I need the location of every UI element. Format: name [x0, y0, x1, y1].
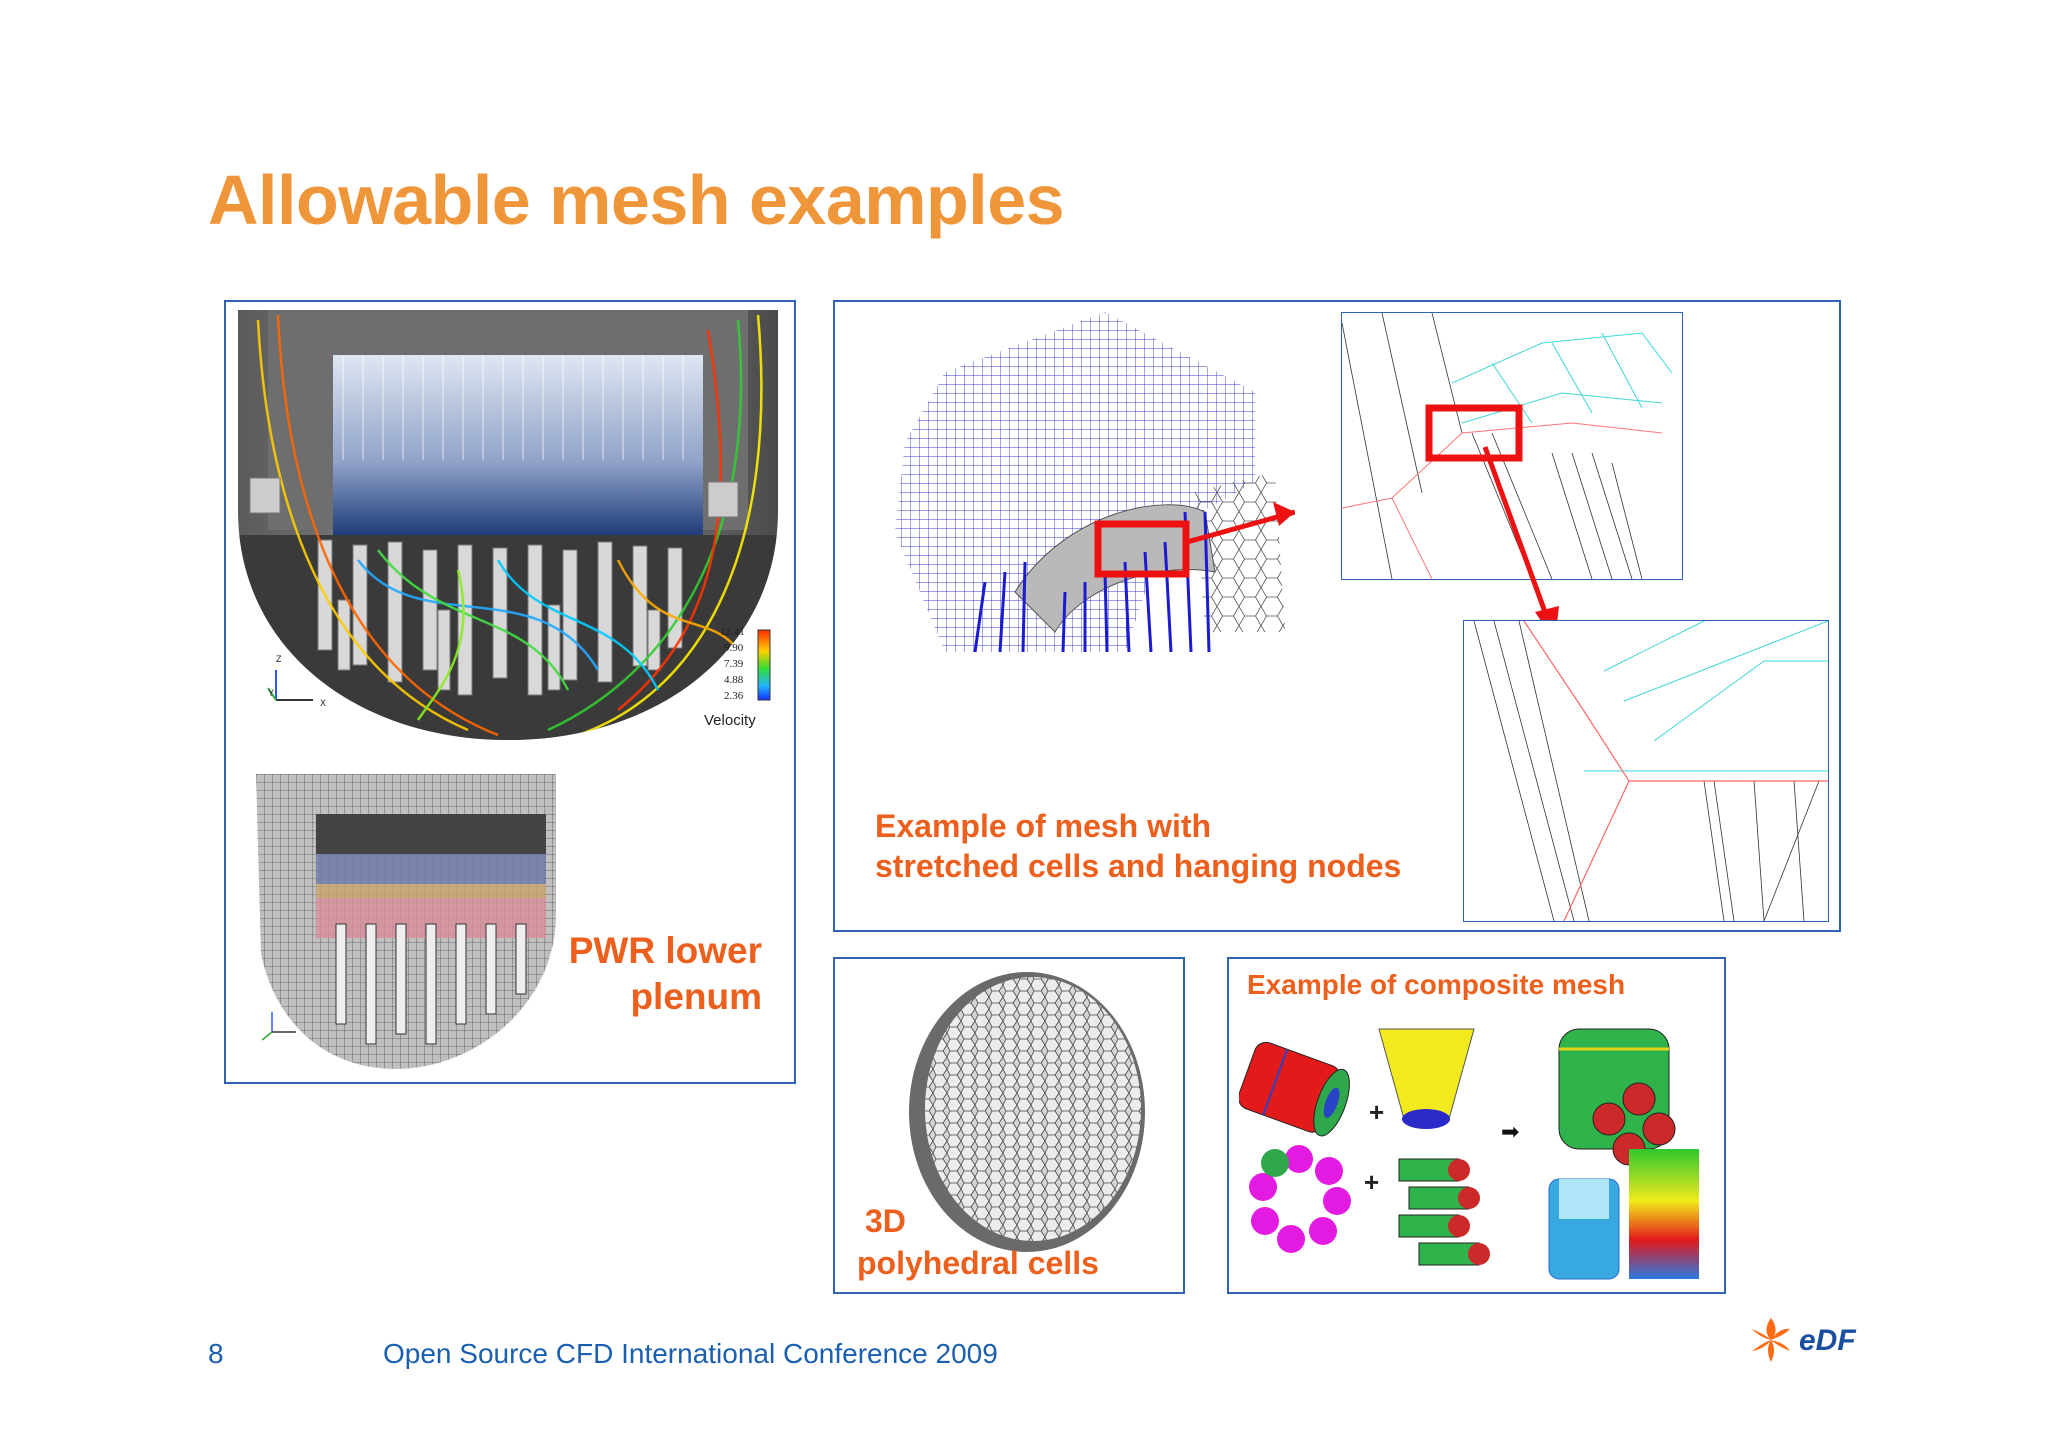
plenum-panel: 12.41 9.90 7.39 4.88 2.36 Velocity Z Y X [224, 300, 796, 1084]
legend-value-1: 12.41 [720, 626, 745, 638]
zoom-detail-1 [1341, 312, 1683, 580]
legend-value-5: 2.36 [724, 690, 744, 702]
zoom-detail-2 [1463, 620, 1829, 922]
stretched-caption-line1: Example of mesh with [875, 808, 1212, 844]
legend-value-3: 7.39 [724, 658, 744, 670]
polyhedral-mesh-image [909, 972, 1145, 1252]
composite-plus-1: + [1369, 1097, 1385, 1127]
edf-logo-mark [1752, 1318, 1790, 1362]
legend-title: Velocity [704, 712, 756, 729]
plenum-streamline-image [238, 310, 778, 740]
legend-value-4: 4.88 [724, 674, 744, 686]
slide-title: Allowable mesh examples [208, 161, 1065, 239]
zoom-arrow [1482, 446, 1559, 642]
plenum-label-line1: PWR lower [568, 930, 762, 971]
page-number: 8 [208, 1338, 224, 1369]
plenum-label-line2: plenum [630, 976, 762, 1017]
plenum-mesh-image [256, 774, 556, 1069]
stretched-caption-line2: stretched cells and hanging nodes [875, 848, 1402, 884]
polyhedral-panel: 3D polyhedral cells [833, 957, 1185, 1294]
axis-label-z: Z [276, 654, 282, 664]
composite-mesh-image [1239, 1028, 1699, 1280]
axis-label-x: X [320, 698, 327, 708]
legend-value-2: 9.90 [724, 642, 744, 654]
composite-panel: Example of composite mesh [1227, 957, 1726, 1294]
polyhedral-label-line1: 3D [865, 1203, 906, 1239]
stretched-mesh-panel: Example of mesh with stretched cells and… [833, 300, 1841, 932]
stretched-mesh-image [895, 312, 1295, 653]
composite-arrow-icon: ➡ [1501, 1119, 1520, 1144]
footer-conference: Open Source CFD International Conference… [383, 1338, 998, 1369]
edf-logo: eDF [1745, 1310, 1870, 1370]
composite-plus-2: + [1364, 1167, 1380, 1197]
edf-logo-text: eDF [1799, 1324, 1856, 1357]
axis-label-y: Y [268, 688, 275, 698]
polyhedral-label-line2: polyhedral cells [857, 1245, 1099, 1281]
composite-title: Example of composite mesh [1247, 969, 1626, 1000]
